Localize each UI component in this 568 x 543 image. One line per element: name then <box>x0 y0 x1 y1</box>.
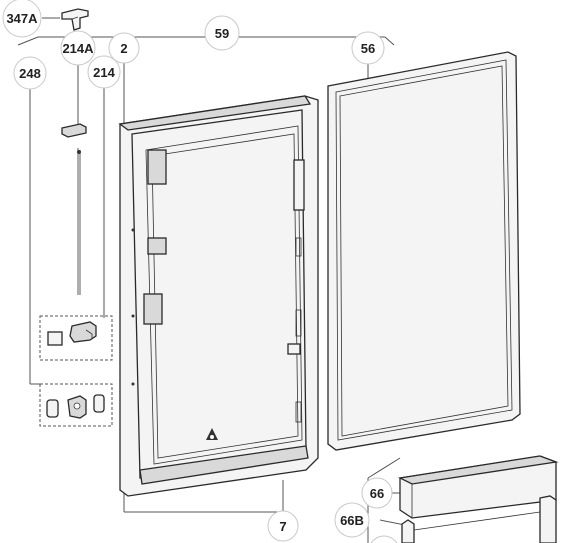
callout-label-214a: 214A <box>62 41 94 56</box>
callout-214: 214 <box>87 55 121 89</box>
callout-347a: 347A <box>2 0 42 38</box>
callout-214a: 214A <box>60 30 96 66</box>
callout-56: 56 <box>351 31 385 65</box>
callout-partial-circle <box>370 535 398 543</box>
callout-label-59: 59 <box>215 26 229 41</box>
callout-66: 66 <box>361 477 393 509</box>
door-handle-part <box>61 8 89 31</box>
callout-label-347a: 347A <box>6 11 38 26</box>
callout-label-2: 2 <box>120 41 127 56</box>
callout-2: 2 <box>108 32 140 64</box>
door-frame-part <box>118 95 319 497</box>
callout-label-66b: 66B <box>340 513 364 528</box>
callout-59: 59 <box>204 15 240 51</box>
callout-label-248: 248 <box>19 66 41 81</box>
callout-66b: 66B <box>334 502 370 538</box>
hinge-kit-part <box>39 315 113 361</box>
callout-label-66: 66 <box>370 486 384 501</box>
callout-label-7: 7 <box>279 519 286 534</box>
callout-248: 248 <box>13 56 47 90</box>
lock-kit-part <box>39 383 113 427</box>
door-gasket-part <box>327 51 521 451</box>
hinge-rod-part <box>61 123 87 295</box>
callout-label-214: 214 <box>93 65 115 80</box>
door-shelf-part <box>397 455 559 543</box>
callout-7: 7 <box>267 510 299 542</box>
callout-label-56: 56 <box>361 41 375 56</box>
